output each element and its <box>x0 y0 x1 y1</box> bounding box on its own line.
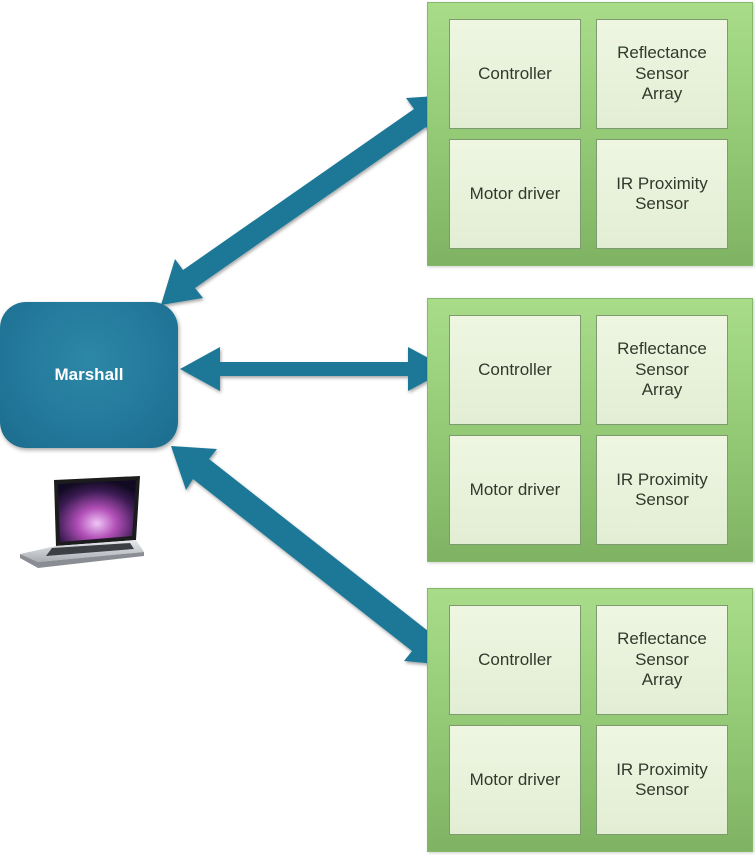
robot-3-motor-driver: Motor driver <box>449 725 581 835</box>
robot-1-ir-proximity-sensor: IR Proximity Sensor <box>596 139 728 249</box>
robot-1: Controller Reflectance Sensor Array Moto… <box>427 2 753 266</box>
robot-3-reflectance-sensor-array: Reflectance Sensor Array <box>596 605 728 715</box>
arrow-robot-1 <box>161 95 452 305</box>
arrow-robot-3 <box>171 446 447 665</box>
arrow-robot-2 <box>180 347 449 391</box>
robot-3-controller: Controller <box>449 605 581 715</box>
robot-2-ir-proximity-sensor: IR Proximity Sensor <box>596 435 728 545</box>
hub-label: Marshall <box>54 365 124 384</box>
laptop-icon <box>20 476 144 568</box>
robot-2-controller: Controller <box>449 315 581 425</box>
robot-3-ir-proximity-sensor: IR Proximity Sensor <box>596 725 728 835</box>
marshall-hub: Marshall <box>0 302 178 448</box>
robot-2: Controller Reflectance Sensor Array Moto… <box>427 298 753 562</box>
robot-2-motor-driver: Motor driver <box>449 435 581 545</box>
robot-1-reflectance-sensor-array: Reflectance Sensor Array <box>596 19 728 129</box>
robot-2-reflectance-sensor-array: Reflectance Sensor Array <box>596 315 728 425</box>
robot-1-motor-driver: Motor driver <box>449 139 581 249</box>
robot-1-controller: Controller <box>449 19 581 129</box>
robot-3: Controller Reflectance Sensor Array Moto… <box>427 588 753 852</box>
